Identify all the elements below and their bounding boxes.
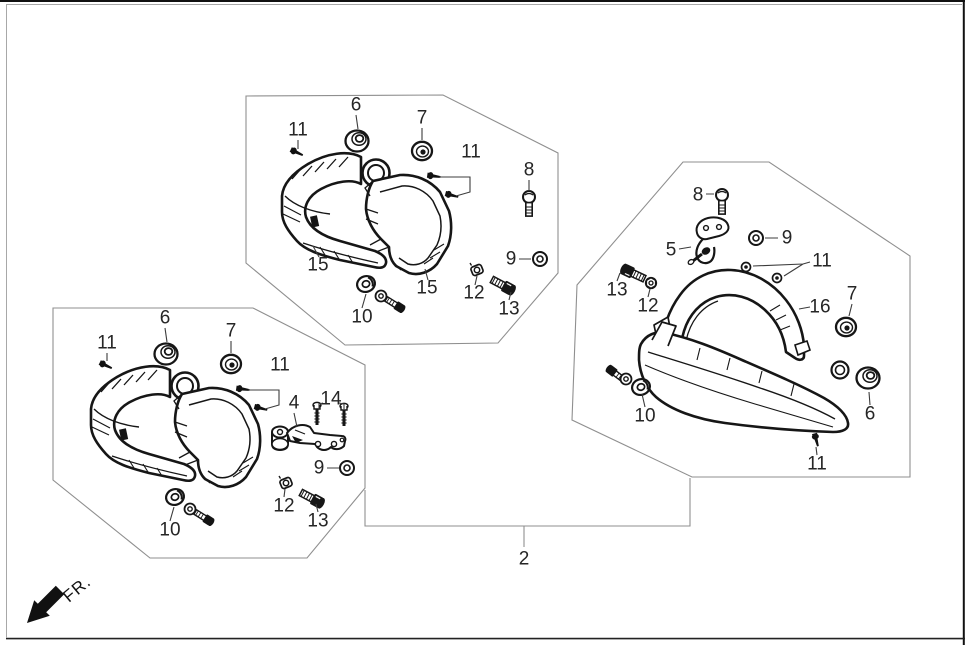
assembly-2-bracket-line xyxy=(364,478,691,547)
screw-part11 xyxy=(98,358,114,372)
washer-part10 xyxy=(183,502,197,516)
grommet-part6 xyxy=(855,366,881,390)
callout-top-12: 12 xyxy=(463,283,484,304)
socket-bolt-part13 xyxy=(488,273,519,298)
callout-bl-11-left: 11 xyxy=(97,333,117,354)
flange-nut-part10 xyxy=(162,485,188,509)
callout-right-12: 12 xyxy=(637,296,658,317)
bolt-part8 xyxy=(522,190,536,218)
callout-right-16: 16 xyxy=(809,297,830,318)
bottom-left-assembly: 11 6 7 11 4 14 9 12 13 10 xyxy=(89,308,355,541)
callout-top-13: 13 xyxy=(498,299,519,320)
nut-part11 xyxy=(740,261,752,273)
fr-arrow-icon xyxy=(27,585,65,623)
callout-top-8: 8 xyxy=(524,160,535,181)
clip-part12 xyxy=(278,475,294,491)
callout-bl-11-right: 11 xyxy=(270,355,290,376)
callout-top-11-left: 11 xyxy=(288,120,308,141)
right-assembly-boundary xyxy=(571,161,911,478)
callout-bl-10: 10 xyxy=(159,520,180,541)
callout-bl-13: 13 xyxy=(307,511,328,532)
callout-right-8: 8 xyxy=(693,185,704,206)
callout-top-7: 7 xyxy=(417,108,428,129)
leader-lines-right xyxy=(616,193,871,456)
bracket-part5 xyxy=(687,216,730,266)
callout-assembly-2: 2 xyxy=(519,549,530,570)
front-direction-indicator: FR. xyxy=(27,572,95,623)
callout-bl-14: 14 xyxy=(320,389,342,410)
screw-part11 xyxy=(426,171,442,182)
nut-part11 xyxy=(771,272,783,284)
grommet-part7 xyxy=(219,353,243,375)
grommet-part7 xyxy=(834,316,858,338)
callout-right-9: 9 xyxy=(782,228,793,249)
flange-nut-part10 xyxy=(353,272,379,296)
callout-bl-9: 9 xyxy=(314,458,325,479)
socket-bolt-part13 xyxy=(297,486,328,511)
callout-top-9: 9 xyxy=(506,249,517,270)
leader-lines-bottom-left xyxy=(106,327,345,522)
callout-right-13: 13 xyxy=(606,280,627,301)
bottom-left-assembly-boundary xyxy=(52,307,366,559)
washer-part9 xyxy=(339,460,355,476)
right-assembly: 8 5 9 11 13 12 16 7 10 6 11 xyxy=(603,185,881,475)
grommet-part6 xyxy=(344,129,370,153)
leader-lines-top xyxy=(297,114,531,309)
washer-part9 xyxy=(748,230,764,246)
callout-top-11-right: 11 xyxy=(461,142,481,163)
fr-label: FR. xyxy=(59,572,94,606)
bracket-part4 xyxy=(271,424,347,452)
bolt-part8 xyxy=(715,188,729,216)
washer-part9 xyxy=(532,251,548,267)
grommet-part6 xyxy=(153,342,179,366)
callout-right-10: 10 xyxy=(634,406,655,427)
callout-top-6: 6 xyxy=(351,95,362,116)
callout-right-7: 7 xyxy=(847,284,858,305)
callout-bl-12: 12 xyxy=(273,496,294,517)
callout-right-5: 5 xyxy=(666,240,677,261)
callout-top-15-right: 15 xyxy=(416,278,437,299)
screw-part11 xyxy=(289,145,305,159)
callout-bl-4: 4 xyxy=(289,393,300,414)
bolt-part10 xyxy=(192,507,217,528)
handguard-lower-guard xyxy=(637,321,850,434)
washer-part10 xyxy=(374,289,388,303)
callout-top-15-left: 15 xyxy=(307,255,328,276)
nut-part12 xyxy=(644,276,658,290)
callout-right-6: 6 xyxy=(865,404,876,425)
callout-top-10: 10 xyxy=(351,307,372,328)
grommet-part7 xyxy=(410,140,434,162)
callout-right-11-upper: 11 xyxy=(812,251,832,272)
top-assembly: 11 6 7 11 8 9 12 13 10 15 15 xyxy=(280,95,548,328)
screw-part11 xyxy=(235,384,251,395)
top-assembly-boundary xyxy=(245,94,559,346)
bolt-part10 xyxy=(383,294,408,315)
callout-bl-6: 6 xyxy=(160,308,171,329)
clip-part12 xyxy=(469,262,485,278)
washer-part10 xyxy=(619,372,633,386)
callout-bl-7: 7 xyxy=(226,321,237,342)
callout-right-11-lower: 11 xyxy=(807,454,827,475)
screw-part11 xyxy=(810,432,822,448)
